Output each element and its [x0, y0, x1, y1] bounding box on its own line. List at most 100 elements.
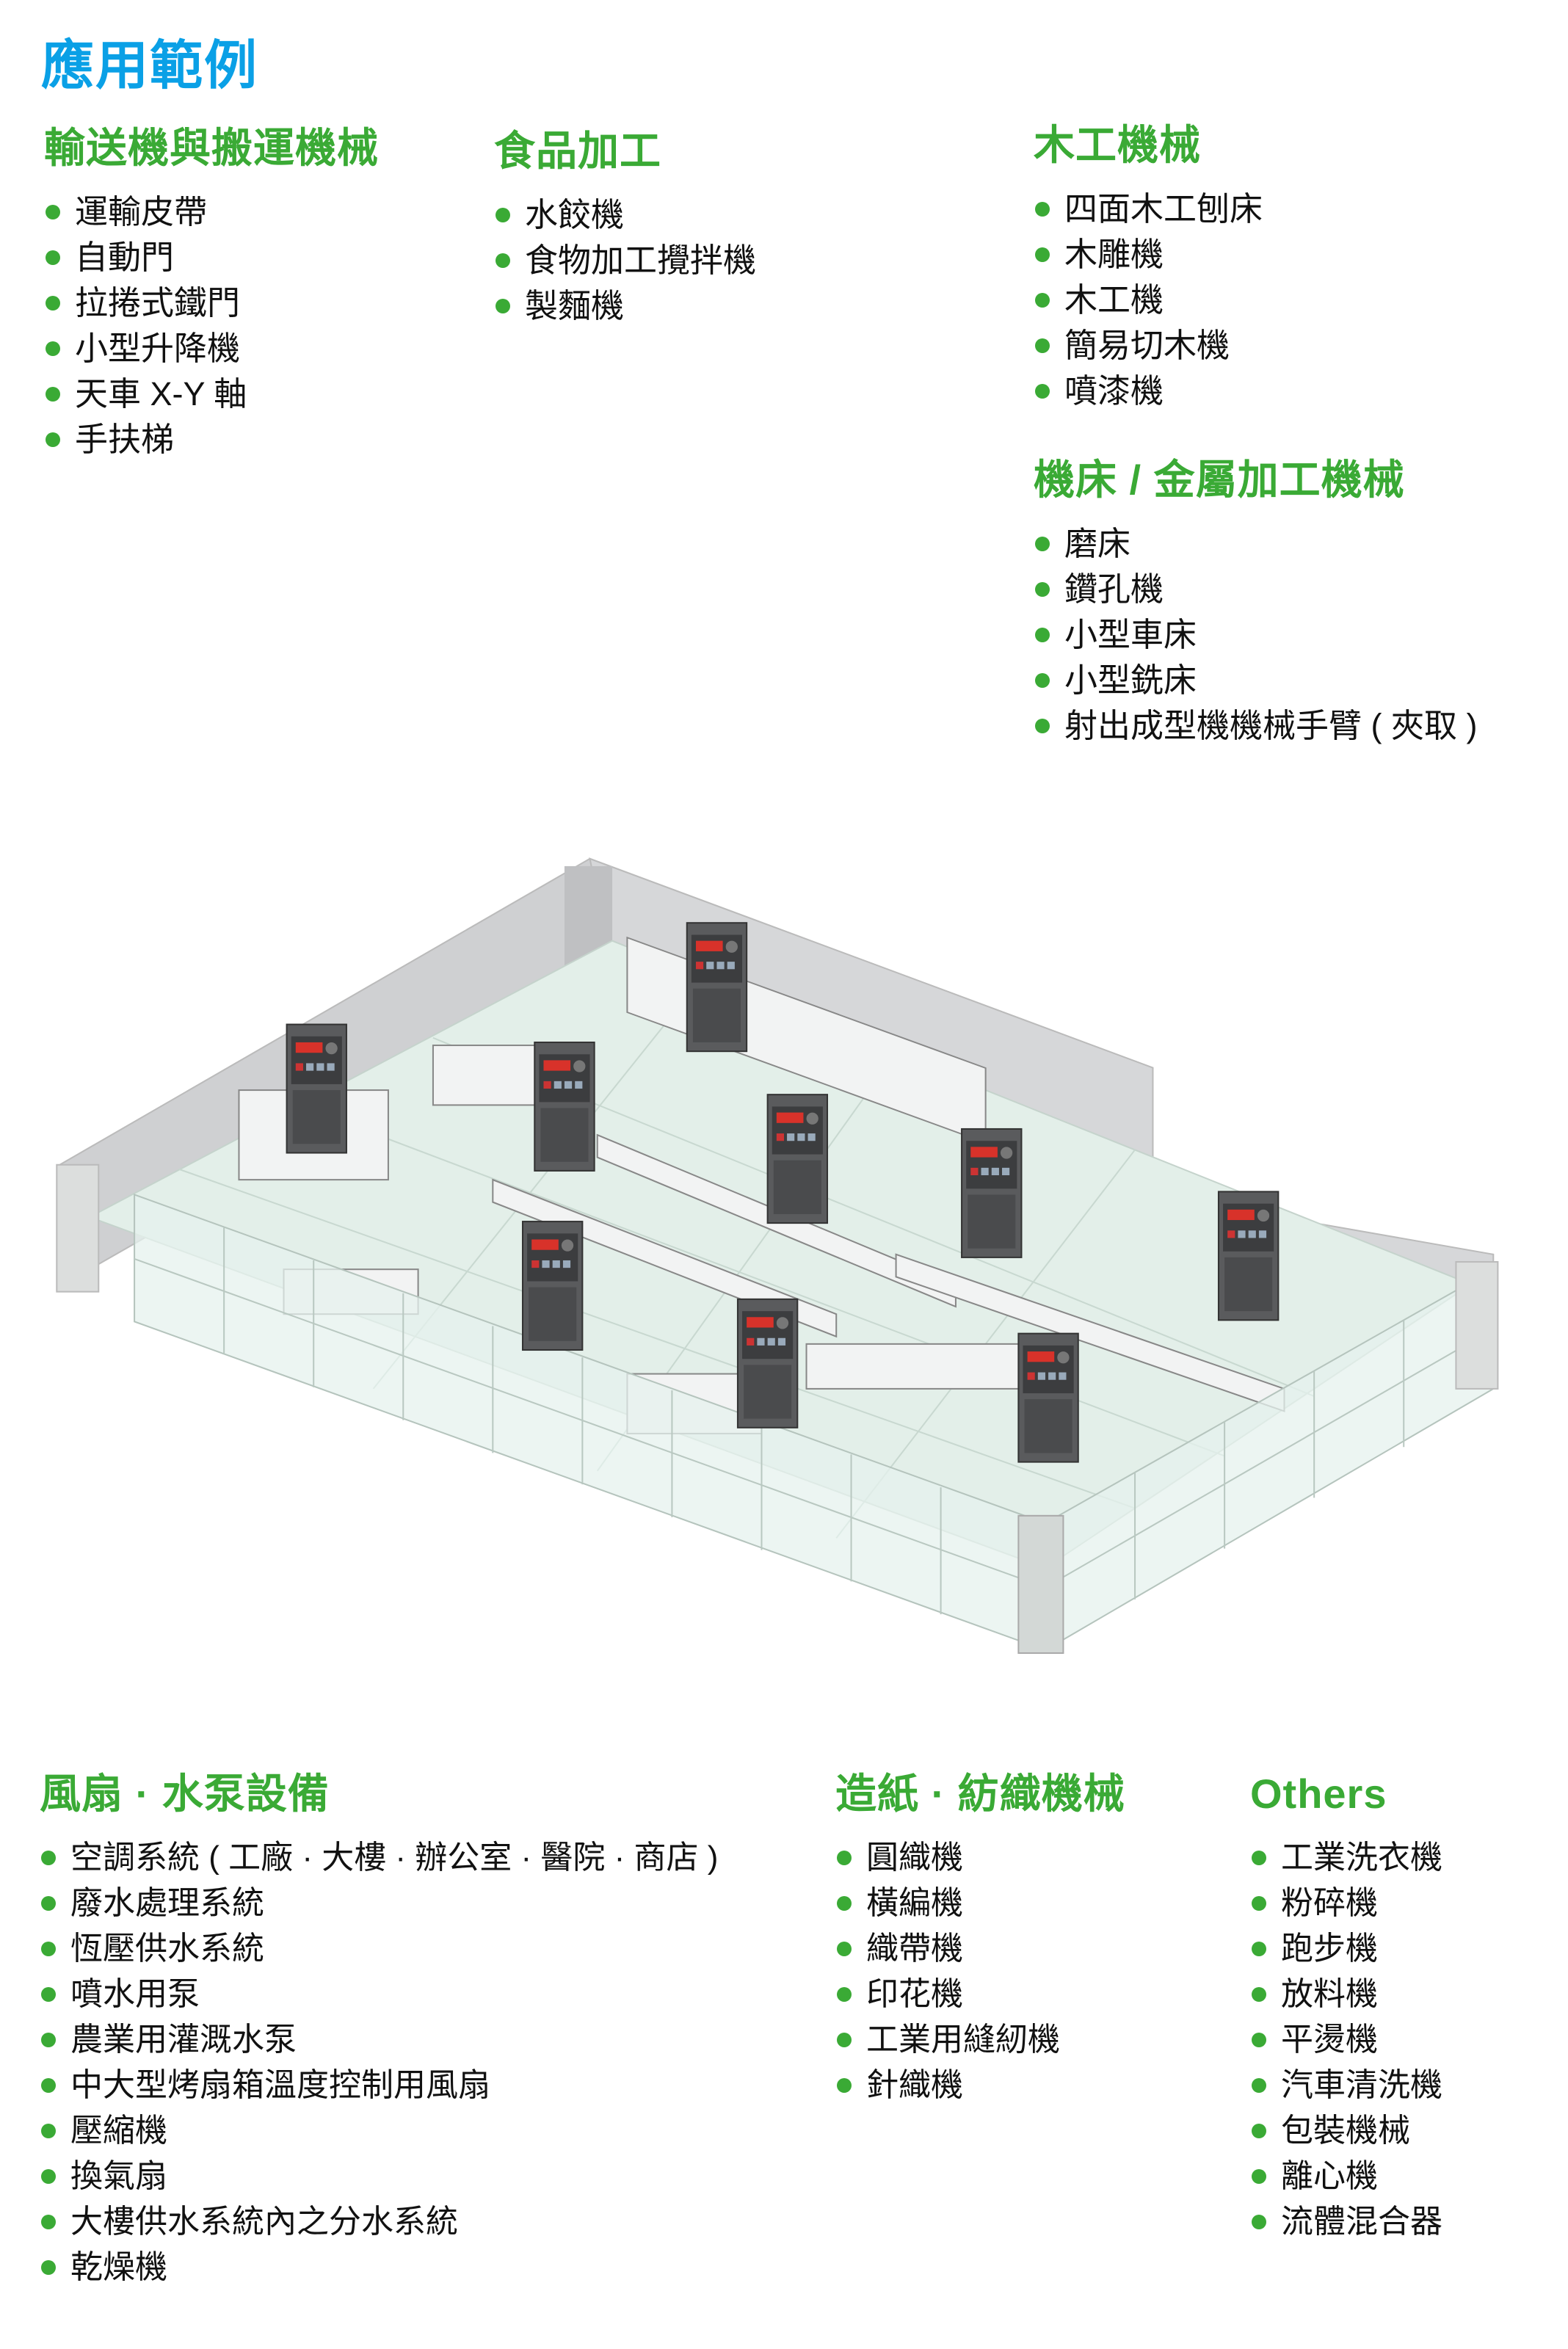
bullet-icon — [46, 387, 60, 402]
list-item-label: 平燙機 — [1281, 2022, 1378, 2058]
ac-drive-icon — [766, 1094, 829, 1224]
back-left-wall — [59, 857, 614, 1286]
list-item-label: 天車 X-Y 軸 — [75, 375, 247, 413]
list-item-label: 橫編機 — [866, 1885, 963, 1921]
list-item: 自動門 — [44, 235, 379, 280]
list-item-label: 空調系統 ( 工廠 · 大樓 · 辦公室 · 醫院 · 商店 ) — [70, 1840, 719, 1876]
pillar — [564, 865, 613, 986]
bullet-icon — [1252, 1896, 1266, 1911]
list-item-label: 印花機 — [866, 1976, 963, 2012]
bullet-icon — [1252, 1942, 1266, 1956]
list-item: 四面木工刨床 — [1034, 186, 1263, 232]
list-item: 汽車清洗機 — [1250, 2063, 1442, 2108]
ac-drive-icon — [1017, 1332, 1079, 1463]
bullet-icon — [837, 1942, 852, 1956]
list-item: 離心機 — [1250, 2154, 1442, 2199]
bullet-icon — [1035, 384, 1050, 399]
list-item-label: 簡易切木機 — [1064, 327, 1230, 364]
list-item: 農業用灌溉水泵 — [40, 2017, 718, 2063]
list-item: 食物加工攪拌機 — [494, 238, 756, 283]
list-item-label: 製麵機 — [525, 287, 625, 324]
bullet-icon — [41, 1942, 56, 1956]
list-item-label: 換氣扇 — [70, 2158, 167, 2194]
back-right-wall — [589, 857, 1495, 1301]
list-item: 簡易切木機 — [1034, 323, 1263, 368]
section-heading: 輸送機與搬運機械 — [44, 125, 379, 171]
bullet-icon — [1035, 537, 1050, 551]
list-item: 磨床 — [1034, 521, 1477, 567]
front-corner-pillar — [1017, 1514, 1064, 1655]
floor-grid — [178, 977, 1315, 1539]
list-item-label: 廢水處理系統 — [70, 1885, 264, 1921]
section-heading: 機床 / 金屬加工機械 — [1034, 457, 1405, 503]
list-item-label: 大樓供水系統內之分水系統 — [70, 2204, 458, 2240]
bullet-icon — [41, 2078, 56, 2093]
section-food: 食品加工水餃機食物加工攪拌機製麵機 — [494, 126, 756, 329]
bullet-icon — [1035, 719, 1050, 733]
list-item-label: 木雕機 — [1064, 236, 1164, 273]
list-item-label: 流體混合器 — [1281, 2204, 1442, 2240]
list-item: 廢水處理系統 — [40, 1881, 718, 1926]
list-item-label: 恆壓供水系統 — [70, 1931, 264, 1967]
bullet-icon — [1252, 1987, 1266, 2002]
bullet-icon — [41, 2033, 56, 2047]
section-heading: 風扇 · 水泵設備 — [40, 1771, 330, 1817]
list-item-label: 水餃機 — [525, 196, 625, 233]
bullet-icon — [41, 2169, 56, 2184]
list-item-label: 鑽孔機 — [1064, 570, 1164, 608]
list-item-label: 農業用灌溉水泵 — [70, 2022, 297, 2058]
bullet-icon — [837, 1851, 852, 1865]
item-list: 水餃機食物加工攪拌機製麵機 — [494, 192, 756, 329]
bullet-icon — [1252, 1851, 1266, 1865]
section-woodworking: 木工機械四面木工刨床木雕機木工機簡易切木機噴漆機 — [1034, 120, 1263, 414]
list-item: 包裝機械 — [1250, 2108, 1442, 2154]
list-item-label: 食物加工攪拌機 — [525, 242, 757, 279]
front-right-glass-wall — [1044, 1268, 1495, 1652]
list-item: 平燙機 — [1250, 2017, 1442, 2063]
list-item: 射出成型機機械手臂 ( 夾取 ) — [1034, 703, 1477, 749]
list-item: 運輸皮帶 — [44, 189, 379, 235]
floor — [87, 940, 1473, 1569]
list-item-label: 織帶機 — [866, 1931, 963, 1967]
list-item-label: 汽車清洗機 — [1281, 2067, 1442, 2103]
list-item-label: 包裝機械 — [1281, 2113, 1410, 2149]
bullet-icon — [1252, 2124, 1266, 2138]
list-item: 圓織機 — [835, 1835, 1125, 1881]
item-list: 工業洗衣機粉碎機跑步機放料機平燙機汽車清洗機包裝機械離心機流體混合器 — [1250, 1835, 1442, 2245]
list-item: 製麵機 — [494, 283, 756, 329]
right-corner-pillar — [1455, 1260, 1499, 1390]
list-item-label: 運輸皮帶 — [75, 193, 208, 230]
bullet-icon — [46, 341, 60, 356]
list-item-label: 跑步機 — [1281, 1931, 1378, 1967]
bullet-icon — [837, 1987, 852, 2002]
ac-drive-icon — [534, 1041, 595, 1172]
bullet-icon — [46, 296, 60, 311]
list-item-label: 離心機 — [1281, 2158, 1378, 2194]
bullet-icon — [41, 2215, 56, 2229]
ac-drive-icon — [521, 1221, 584, 1351]
list-item: 拉捲式鐵門 — [44, 280, 379, 326]
list-item: 木雕機 — [1034, 232, 1263, 277]
ac-drive-icon — [286, 1023, 347, 1154]
bullet-icon — [837, 2033, 852, 2047]
bullet-icon — [496, 208, 510, 222]
list-item: 放料機 — [1250, 1972, 1442, 2017]
list-item-label: 噴漆機 — [1064, 372, 1164, 410]
list-item-label: 中大型烤扇箱溫度控制用風扇 — [70, 2067, 490, 2103]
list-item-label: 壓縮機 — [70, 2113, 167, 2149]
machinery — [238, 936, 1285, 1434]
list-item-label: 工業洗衣機 — [1281, 1840, 1442, 1876]
list-item-label: 放料機 — [1281, 1976, 1378, 2012]
glass-wall-mullions — [134, 1227, 1494, 1615]
bullet-icon — [496, 253, 510, 268]
list-item: 小型升降機 — [44, 326, 379, 371]
bullet-icon — [1035, 673, 1050, 688]
list-item: 手扶梯 — [44, 417, 379, 462]
list-item-label: 噴水用泵 — [70, 1976, 200, 2012]
list-item-label: 針織機 — [866, 2067, 963, 2103]
list-item: 織帶機 — [835, 1926, 1125, 1972]
list-item: 橫編機 — [835, 1881, 1125, 1926]
item-list: 運輸皮帶自動門拉捲式鐵門小型升降機天車 X-Y 軸手扶梯 — [44, 189, 379, 462]
list-item-label: 小型銑床 — [1064, 661, 1197, 699]
